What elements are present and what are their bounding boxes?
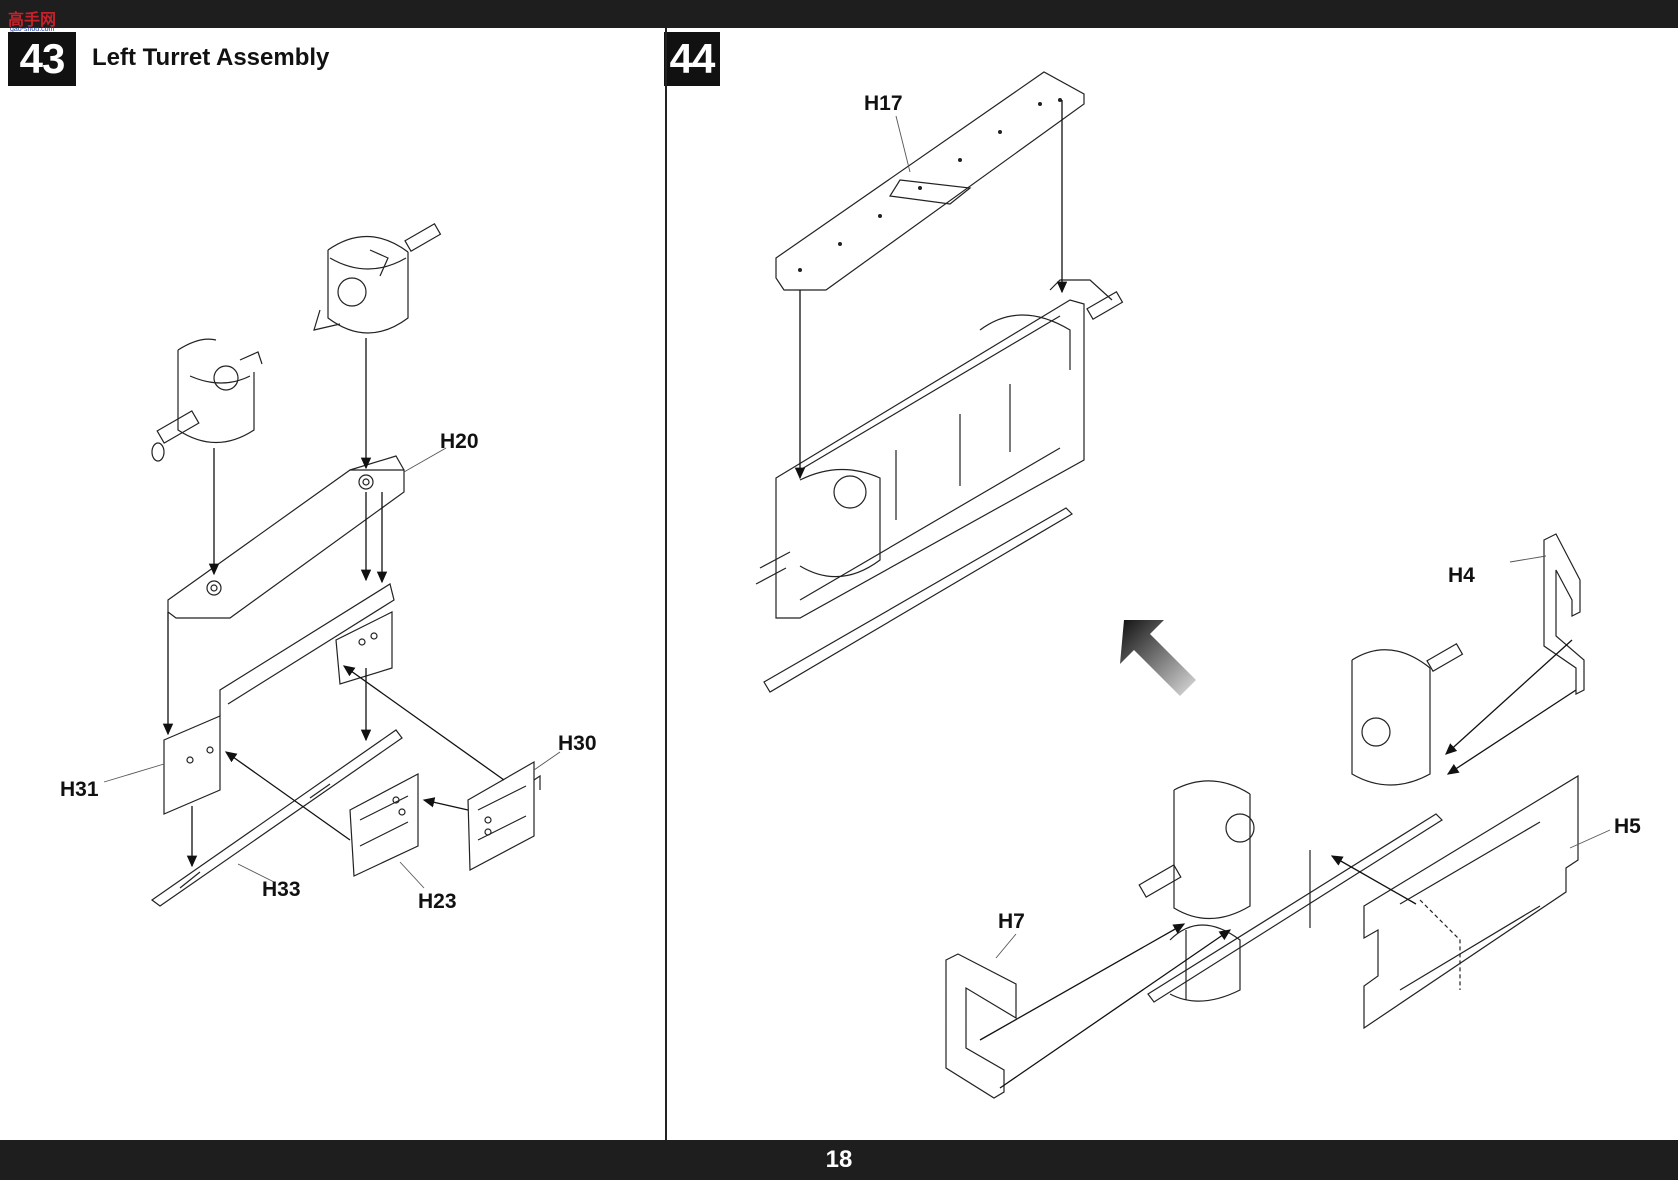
part-h33-strip (150, 729, 403, 907)
page-number: 18 (825, 1146, 853, 1173)
label-h30: H30 (558, 732, 597, 755)
step-43-number: 43 (8, 32, 76, 86)
assembled-hull-lower (1138, 642, 1464, 1003)
assembly-diagram (103, 71, 1611, 1099)
label-h20: H20 (440, 430, 479, 453)
bottom-bar (0, 1140, 1678, 1180)
view-direction-arrow (1120, 620, 1196, 696)
page-divider (665, 28, 667, 1140)
step-44-number: 44 (664, 32, 720, 86)
label-h4: H4 (1448, 564, 1475, 587)
watermark-logo: 高手网 gao-shou.com (8, 6, 68, 36)
turret-left-front (151, 338, 263, 462)
part-h23-panel (349, 773, 419, 877)
watermark-text: 高手网 (8, 12, 57, 29)
turret-left-rear (313, 222, 442, 334)
part-h4-side (1543, 533, 1585, 695)
part-h31-side (163, 583, 395, 815)
part-h17-roof (775, 71, 1085, 291)
step-43-title: Left Turret Assembly (92, 44, 330, 71)
part-h5-panel (1363, 774, 1579, 1030)
label-h7: H7 (998, 910, 1025, 933)
assembled-hull-upper (755, 279, 1124, 693)
label-h31: H31 (60, 778, 99, 801)
label-h17: H17 (864, 92, 903, 115)
label-h23: H23 (418, 890, 457, 913)
watermark-subtext: gao-shou.com (10, 26, 55, 33)
top-bar (0, 0, 1678, 28)
part-h30-panel (467, 760, 541, 871)
part-h7-side (945, 953, 1017, 1099)
part-h20-plate (167, 455, 405, 619)
label-h33: H33 (262, 878, 301, 901)
label-h5: H5 (1614, 815, 1641, 838)
